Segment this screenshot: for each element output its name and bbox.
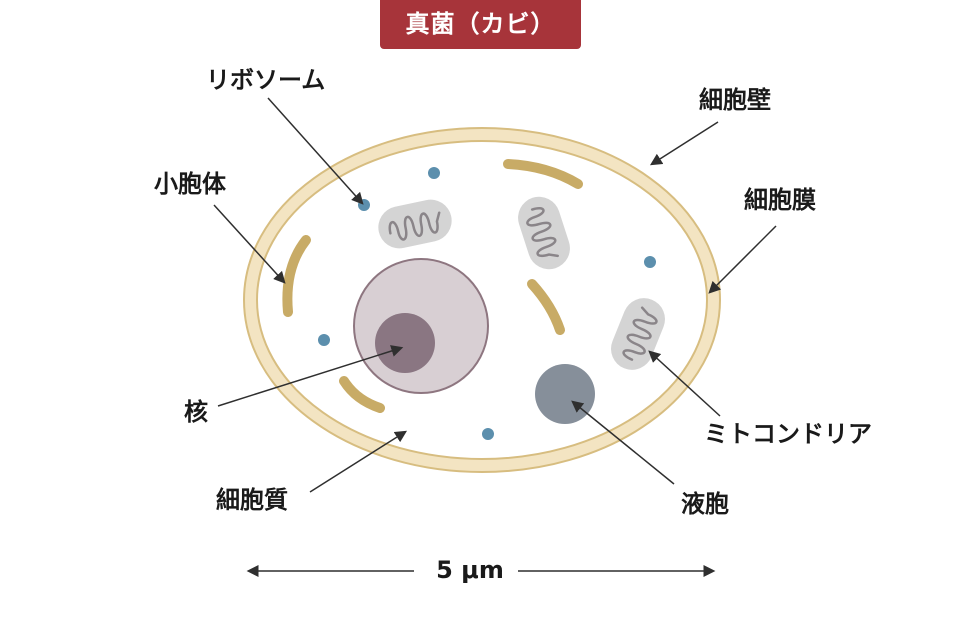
vesicle-arc-top bbox=[503, 159, 583, 189]
label-ribosome: リボソーム bbox=[206, 66, 326, 94]
ribosome-dot bbox=[482, 428, 494, 440]
label-cell-membrane: 細胞膜 bbox=[744, 186, 816, 214]
nucleolus bbox=[375, 313, 435, 373]
vesicle-arc-left bbox=[282, 235, 311, 317]
ribosome-dot bbox=[644, 256, 656, 268]
vesicle-arc-bottom bbox=[339, 376, 385, 413]
ribosome-dot bbox=[318, 334, 330, 346]
vacuole bbox=[535, 364, 595, 424]
mitochondrion-top bbox=[378, 199, 452, 249]
arrow-cytoplasm bbox=[309, 430, 408, 493]
arrow-vesicle bbox=[213, 204, 286, 284]
ribosome-dot bbox=[428, 167, 440, 179]
label-vesicle: 小胞体 bbox=[154, 170, 226, 198]
label-nucleus: 核 bbox=[184, 398, 208, 426]
label-cell-wall: 細胞壁 bbox=[699, 86, 771, 114]
label-mitochondria: ミトコンドリア bbox=[704, 420, 872, 448]
label-vacuole: 液胞 bbox=[681, 490, 729, 518]
scale-label: 5 μm bbox=[436, 556, 504, 584]
arrow-vacuole bbox=[571, 400, 675, 485]
mitochondrion-center bbox=[518, 196, 570, 270]
arrow-cell-wall bbox=[649, 121, 719, 166]
vesicle-arc-right bbox=[527, 279, 565, 335]
arrow-ribosome bbox=[267, 97, 364, 205]
arrow-cell-membrane bbox=[708, 225, 777, 294]
arrow-mitochondria bbox=[648, 350, 721, 417]
arrow-nucleus bbox=[217, 345, 404, 407]
label-cytoplasm: 細胞質 bbox=[216, 486, 288, 514]
title-badge: 真菌（カビ） bbox=[380, 0, 581, 49]
